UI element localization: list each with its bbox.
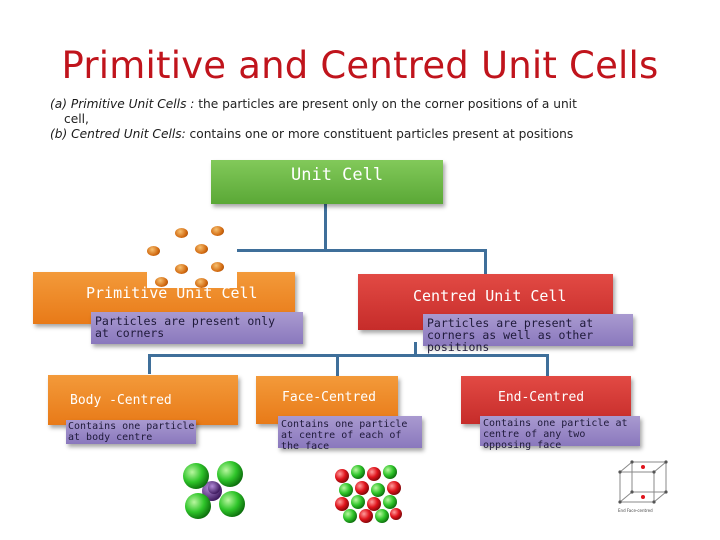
primitive-desc-box: Particles are present only at corners [91,312,303,344]
atom [175,264,188,274]
atom [211,262,224,272]
end-centred-desc-box: Contains one particle at centre of any t… [480,416,640,451]
connector-centred-to-sub [414,342,417,356]
body-centred-desc: Contains one particle at body centre [68,421,195,443]
page-title: Primitive and Centred Unit Cells [61,44,659,87]
face-centred-label: Face-Centred [282,390,376,405]
primitive-desc: Particles are present only at corners [95,314,276,340]
definition-primitive-text: the particles are present only on the co… [194,97,577,111]
end-centred-desc: Contains one particle at centre of any t… [483,418,628,451]
connector-centred-down [484,249,487,275]
body-centred-structure-image [178,458,252,524]
centred-desc: Particles are present at corners as well… [427,316,594,354]
definition-primitive-cont: cell, [64,112,89,126]
body-centred-label: Body -Centred [70,393,172,408]
connector-root-down [324,203,327,251]
connector-bottom-horizontal [148,354,548,357]
connector-top-horizontal [150,249,486,252]
atom [195,278,208,288]
atom [195,244,208,254]
body-centred-box: Body -Centred [48,375,238,425]
atom [211,226,224,236]
connector-end-down [546,354,549,376]
unit-cell-box: Unit Cell [211,160,443,204]
face-centred-structure-image [332,464,406,524]
face-centred-desc-box: Contains one particle at centre of each … [278,416,422,452]
definition-primitive-term: (a) Primitive Unit Cells : [50,97,195,111]
face-centred-desc: Contains one particle at centre of each … [281,419,408,452]
centred-desc-box: Particles are present at corners as well… [423,314,633,353]
primitive-label: Primitive Unit Cell [86,284,258,302]
atom [155,277,168,287]
centred-label: Centred Unit Cell [413,287,567,305]
end-centred-structure-image [612,458,674,514]
unit-cell-label: Unit Cell [291,165,384,185]
definition-primitive: (a) Primitive Unit Cells : the particles… [50,97,690,112]
definition-centred-term: (b) Centred Unit Cells: [50,127,186,141]
body-centred-desc-box: Contains one particle at body centre [66,420,196,444]
definition-centred: (b) Centred Unit Cells: contains one or … [50,127,690,142]
connector-face-down [336,354,339,376]
definitions: (a) Primitive Unit Cells : the particles… [50,97,690,142]
atom [147,246,160,256]
primitive-lattice-image [147,222,237,288]
definition-centred-text: contains one or more constituent particl… [185,127,574,141]
end-centred-label: End-Centred [498,390,585,405]
connector-body-down [148,354,151,374]
end-centred-image-caption: End Face-centred [618,508,653,513]
atom [175,228,188,238]
